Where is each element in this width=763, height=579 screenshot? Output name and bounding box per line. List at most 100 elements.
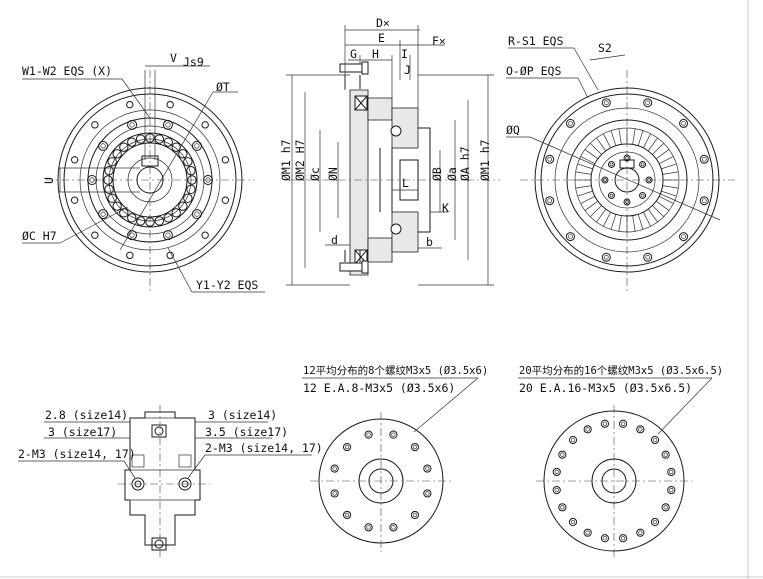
thread-hole	[650, 435, 660, 445]
e-label: E	[378, 31, 385, 45]
gear-tooth	[647, 137, 658, 152]
thread-hole	[618, 534, 628, 543]
thread-hole	[552, 485, 561, 495]
gear-tooth	[577, 163, 593, 170]
v-label: V	[170, 51, 177, 65]
screw-hole	[607, 160, 615, 168]
screw-hole	[191, 140, 202, 151]
roller	[107, 193, 117, 203]
bolt-hole	[70, 156, 79, 164]
gear-tooth	[603, 133, 611, 149]
gear-tooth	[652, 205, 665, 218]
thread-hole	[423, 489, 432, 498]
gear-tooth	[652, 142, 665, 155]
thread-hole	[330, 489, 339, 498]
roller	[186, 184, 196, 195]
gear-tooth	[637, 130, 644, 146]
gear-tooth	[618, 128, 622, 145]
screw-hole	[639, 192, 647, 200]
phi-b-label: ØB	[430, 167, 444, 181]
phi-t-label: ØT	[216, 80, 230, 94]
thread-hole	[636, 528, 645, 537]
gear-tooth	[662, 171, 679, 175]
thread-hole	[410, 442, 420, 452]
gear-tooth	[618, 215, 622, 232]
screw-hole	[127, 230, 138, 241]
thread-hole	[650, 517, 660, 527]
phi-a-h7-label: ØA h7	[458, 146, 472, 181]
gear-tooth	[580, 156, 596, 164]
gear-tooth	[589, 142, 602, 155]
k-label: K	[442, 201, 449, 215]
bolt-hole	[166, 251, 174, 260]
roller	[112, 149, 122, 159]
gear-tooth	[596, 137, 607, 152]
left-m3-label: 2-M3 (size14, 17)	[18, 447, 136, 461]
rs1-label: R-S1 EQS	[508, 34, 563, 48]
right-cn-note: 20平均分布的16个螺纹M3x5 (Ø3.5x6.5)	[519, 364, 723, 377]
thread-hole	[636, 425, 645, 434]
gear-tooth	[589, 205, 602, 218]
bottom-side-view: 2.8 (size14) 3 (size17) 2-M3 (size14, 17…	[18, 405, 323, 560]
roller	[127, 213, 137, 223]
roller	[145, 133, 155, 143]
mid-en-note: 12 E.A.8-M3x5 (Ø3.5x6)	[303, 381, 455, 395]
roller	[187, 175, 197, 185]
roller	[154, 216, 165, 226]
bolt-hole	[565, 232, 575, 242]
bolt-hole	[643, 98, 653, 108]
roller	[103, 175, 113, 185]
thread-hole	[552, 467, 561, 477]
phi-c-label: ØC H7	[22, 229, 57, 243]
gear-tooth	[662, 185, 679, 189]
roller	[183, 193, 193, 203]
j-label: J	[404, 63, 411, 77]
gear-tooth	[658, 196, 674, 204]
roller	[104, 165, 114, 176]
screw-hole	[601, 176, 609, 184]
gear-tooth	[643, 211, 651, 227]
left-front-view: U V Js9 W1-W2 EQS (X) ØT ØC H7 Y1-Y2 EQS	[22, 51, 265, 293]
thread-hole	[583, 528, 592, 537]
thread-hole	[558, 450, 567, 459]
gear-tooth	[603, 211, 611, 227]
i-label: I	[401, 47, 408, 61]
thread-hole	[661, 450, 670, 459]
phi-q-label: ØQ	[506, 123, 520, 137]
right-m3-label: 2-M3 (size14, 17)	[205, 441, 323, 455]
roller	[119, 142, 129, 152]
thread-hole	[600, 534, 610, 543]
roller	[154, 134, 165, 144]
screw-hole	[127, 119, 138, 130]
phi-c-mid-label: Øc	[308, 167, 322, 181]
roller	[107, 157, 117, 167]
thread-hole	[618, 419, 628, 428]
bolt-hole	[679, 118, 689, 128]
thread-hole	[330, 464, 339, 473]
gear-tooth	[610, 130, 617, 146]
roller	[178, 201, 188, 211]
screw-hole	[98, 209, 109, 220]
gear-tooth	[610, 214, 617, 230]
roller	[119, 208, 129, 218]
op-label: O-ØP EQS	[506, 64, 561, 78]
u-dim-label: U	[42, 177, 56, 184]
left-top-dim: 2.8 (size14)	[45, 408, 128, 422]
screw-hole	[639, 160, 647, 168]
gear-tooth	[580, 196, 596, 204]
roller	[135, 134, 146, 144]
thread-hole	[389, 523, 398, 532]
thread-hole	[364, 430, 373, 439]
thread-hole	[661, 503, 670, 512]
gear-tooth	[584, 149, 599, 160]
gear-tooth	[658, 156, 674, 164]
screw-hole	[645, 176, 653, 184]
gear-tooth	[575, 171, 592, 175]
gear-tooth	[632, 215, 636, 232]
phi-m2-label: ØM2 H7	[293, 139, 307, 181]
gear-tooth	[647, 208, 658, 223]
y1y2-label: Y1-Y2 EQS	[196, 278, 258, 292]
thread-hole	[364, 523, 373, 532]
bolt-hole	[91, 231, 99, 239]
bolt-hole	[91, 121, 99, 129]
